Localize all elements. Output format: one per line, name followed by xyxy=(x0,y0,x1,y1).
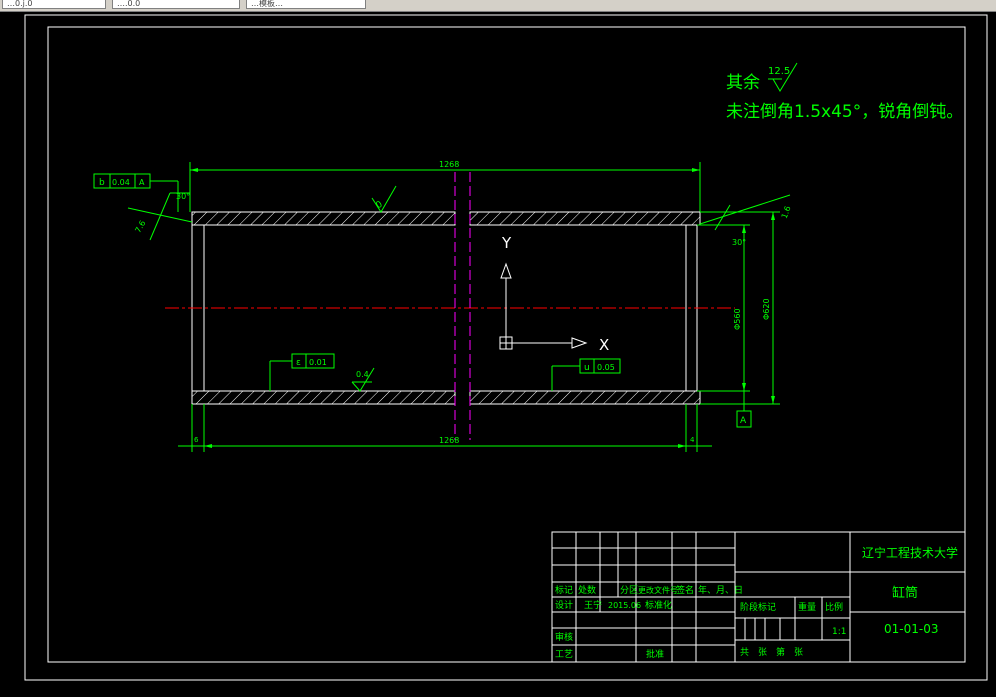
inner-frame xyxy=(47,26,966,663)
datum-a-label: A xyxy=(740,416,747,426)
tb-part-name: 缸筒 xyxy=(892,585,918,601)
dim-outer-diameter-text: Φ620 xyxy=(762,298,771,320)
tb-ratio: 比例 xyxy=(825,601,843,613)
chamfer-left-len: 7.6 xyxy=(133,219,147,235)
title-block-text: 辽宁工程技术大学 缸筒 01-01-03 1:1 标记 处数 分区 更改文件号 … xyxy=(555,545,958,660)
tb-date: 2015.06 xyxy=(608,601,641,610)
dim-top-length-text: 1268 xyxy=(439,160,459,169)
tb-school: 辽宁工程技术大学 xyxy=(862,545,958,560)
roughness-top-value: 0 xyxy=(375,200,385,212)
tab-file-3[interactable]: …模板… xyxy=(246,0,366,9)
tb-h-sign: 签名 xyxy=(676,584,694,596)
tol-tl-value: 0.04 xyxy=(112,178,130,187)
ucs-x-label: X xyxy=(599,336,609,354)
tb-review: 审核 xyxy=(555,631,573,643)
tb-h-zone: 分区 xyxy=(620,585,638,596)
tb-scale: 1:1 xyxy=(832,627,846,637)
roughness-note-value: 12.5 xyxy=(768,66,790,77)
tol-br-value: 0.05 xyxy=(597,363,615,372)
drawing-canvas[interactable]: 其余 12.5 未注倒角1.5x45°，锐角倒钝。 1268 xyxy=(0,12,996,697)
chamfer-right-angle: 30° xyxy=(732,238,746,247)
tb-h-count: 处数 xyxy=(578,584,596,596)
tolerance-frame-top-left: b 0.04 A xyxy=(93,173,179,212)
tb-weight: 重量 xyxy=(798,601,816,613)
tube-top-wall xyxy=(191,211,701,226)
tb-approve: 批准 xyxy=(646,648,664,660)
tube-bottom-wall xyxy=(191,390,701,405)
roughness-bottom-symbol: 0.4 xyxy=(351,367,375,392)
roughness-top-symbol: 0 xyxy=(371,185,397,213)
tb-designer-label: 设计 xyxy=(555,599,573,611)
tol-tl-symbol: b xyxy=(99,178,105,188)
tb-drawing-no: 01-01-03 xyxy=(884,622,938,636)
tb-standardize: 标准化 xyxy=(645,599,672,611)
tb-process: 工艺 xyxy=(555,649,573,660)
tol-br-symbol: u xyxy=(584,363,590,373)
tb-h-date: 年、月、日 xyxy=(698,584,743,596)
tb-stage-mark: 阶段标记 xyxy=(740,601,776,613)
outer-frame xyxy=(24,14,988,681)
dim-left-offset: 6 xyxy=(194,436,199,444)
dim-bottom-length: 1268 6 4 xyxy=(178,404,712,452)
tol-bl-value: 0.01 xyxy=(309,358,327,367)
chamfer-right: 30° 1.6 xyxy=(699,194,793,247)
dim-inner-diameter: Φ560 xyxy=(697,224,750,392)
ucs-icon: Y X xyxy=(499,234,609,354)
dim-inner-diameter-text: Φ560 xyxy=(733,308,742,330)
dim-top-length: 1268 xyxy=(189,160,701,212)
tb-h-mark: 标记 xyxy=(555,584,573,596)
tab-bar: …0.j.0 ….0.0 …模板… xyxy=(0,0,996,12)
tol-tl-datum: A xyxy=(139,178,145,187)
tb-sheet: 共 张 第 张 xyxy=(740,646,803,658)
dim-outer-diameter: Φ620 xyxy=(700,211,780,405)
roughness-note-symbol: 12.5 xyxy=(768,62,798,92)
tb-h-docno: 更改文件号 xyxy=(638,585,678,595)
tab-file-2[interactable]: ….0.0 xyxy=(112,0,240,9)
ucs-y-label: Y xyxy=(501,234,512,252)
tolerance-frame-bottom-right: u 0.05 xyxy=(551,358,621,391)
title-block xyxy=(551,531,966,663)
dim-bottom-length-text: 1268 xyxy=(439,436,459,445)
tab-file-1[interactable]: …0.j.0 xyxy=(2,0,106,9)
chamfer-left: 30° 7.6 xyxy=(127,192,193,241)
note-chamfer: 未注倒角1.5x45°，锐角倒钝。 xyxy=(726,102,963,122)
chamfer-left-angle: 30° xyxy=(176,192,190,201)
roughness-bottom-value: 0.4 xyxy=(356,370,369,379)
tol-bl-symbol: ε xyxy=(296,358,301,368)
datum-a-box: A xyxy=(736,391,752,428)
cad-drawing: 其余 12.5 未注倒角1.5x45°，锐角倒钝。 1268 xyxy=(24,14,988,681)
tolerance-frame-bottom-left: ε 0.01 xyxy=(269,353,335,391)
chamfer-right-len: 1.6 xyxy=(780,205,793,220)
note-other-label: 其余 xyxy=(726,73,760,93)
tb-designer: 王宁 xyxy=(584,599,602,611)
dim-right-offset: 4 xyxy=(690,436,695,444)
